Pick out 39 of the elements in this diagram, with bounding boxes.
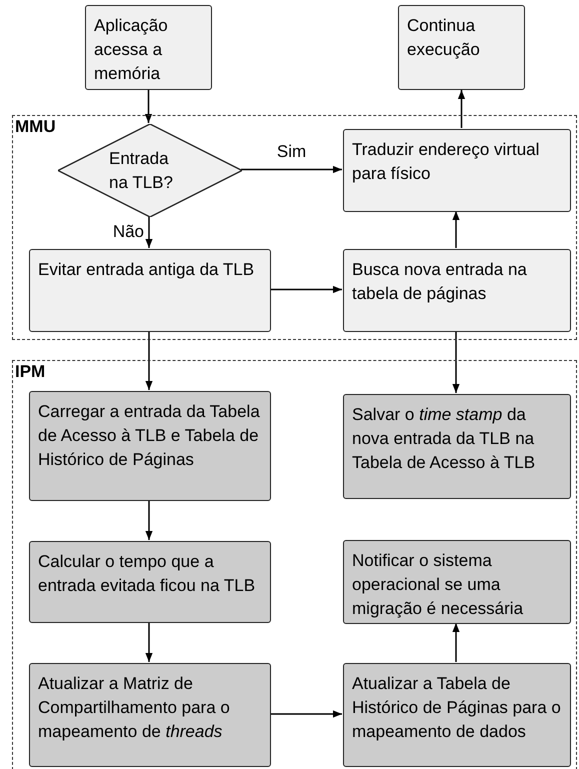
process-box bbox=[343, 540, 571, 624]
arrow bbox=[145, 216, 153, 248]
region-heading: IPM bbox=[15, 361, 46, 383]
process-box bbox=[398, 5, 525, 90]
arrow bbox=[144, 90, 152, 123]
decision-text: Entrada na TLB? bbox=[109, 148, 174, 194]
process-box bbox=[29, 663, 271, 767]
step-text: Busca nova entrada na tabela de páginas bbox=[352, 259, 528, 305]
dashed-region bbox=[12, 115, 577, 340]
step-text: Atualizar a Matriz de Compartilhamento para o mapeamento de threads bbox=[38, 673, 231, 743]
step-text: Notificar o sistema operacional se uma migração é necessária bbox=[352, 550, 524, 620]
process-box bbox=[85, 5, 212, 90]
process-box bbox=[343, 249, 571, 332]
step-text: Atualizar a Tabela de Histórico de Páginas para o mapeamento de dados bbox=[352, 673, 562, 743]
arrow bbox=[145, 331, 153, 390]
arrow bbox=[270, 710, 342, 718]
arrow bbox=[452, 623, 460, 662]
process-box bbox=[29, 391, 271, 501]
arrow bbox=[270, 286, 342, 294]
process-box bbox=[343, 129, 571, 212]
process-box bbox=[29, 541, 271, 623]
process-box bbox=[343, 394, 571, 499]
arrow bbox=[241, 166, 342, 174]
step-text: Salvar o time stamp da nova entrada da TLB na Tabela de Acesso à TLB bbox=[352, 404, 536, 474]
step-text: Aplicação acessa a memória bbox=[94, 15, 169, 85]
region-heading: MMU bbox=[15, 116, 56, 138]
step-text: Calcular o tempo que a entrada evitada ficou na TLB bbox=[38, 551, 256, 597]
step-text: Traduzir endereço virtual para físico bbox=[352, 139, 540, 185]
arrow bbox=[145, 500, 153, 540]
step-text: Carregar a entrada da Tabela de Acesso à TLB e Tabela de Histórico de Páginas bbox=[38, 401, 261, 471]
arrow bbox=[452, 211, 460, 248]
process-box bbox=[29, 249, 271, 332]
arrow bbox=[452, 331, 460, 393]
process-box bbox=[343, 663, 571, 767]
arrow bbox=[145, 622, 153, 662]
step-text: Continua execução bbox=[407, 15, 481, 61]
step-text: Evitar entrada antiga da TLB bbox=[38, 259, 256, 281]
dashed-region bbox=[12, 360, 577, 769]
arrow bbox=[458, 90, 466, 128]
